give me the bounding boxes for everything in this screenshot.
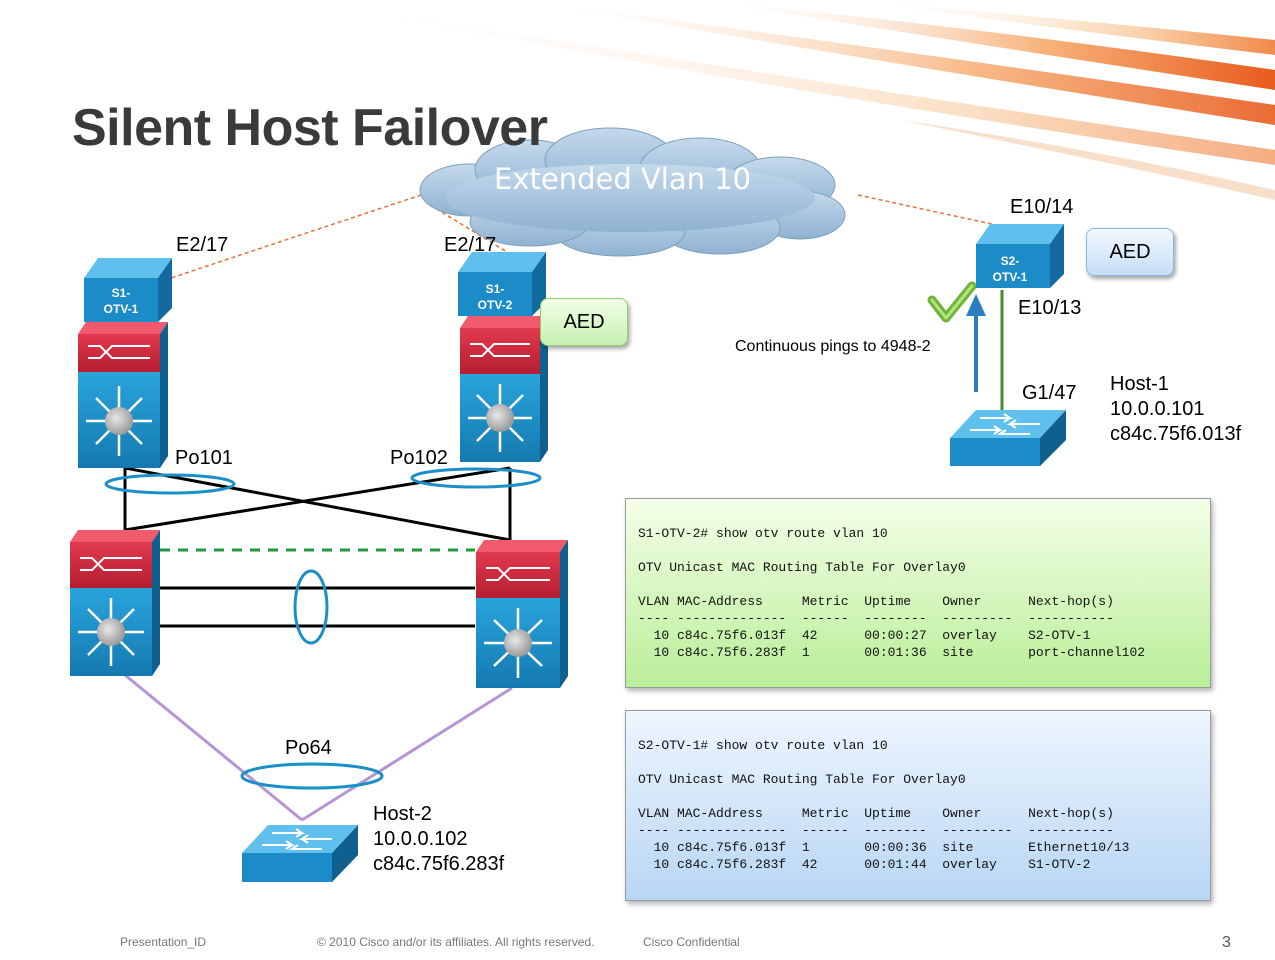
cli-line <box>638 754 1210 771</box>
host1-ip: 10.0.0.101 <box>1110 398 1205 420</box>
overlay-links <box>164 191 1011 281</box>
s1-otv2-label-line1: S1- <box>486 282 505 296</box>
cli-line <box>638 576 1210 593</box>
cli-line: S1-OTV-2# show otv route vlan 10 <box>638 526 888 541</box>
po64-bundle <box>240 762 384 790</box>
cli-line: 10 c84c.75f6.283f 1 00:01:36 site port-c… <box>638 645 1146 660</box>
host1-info: Host-1 10.0.0.101 c84c.75f6.013f <box>1110 372 1241 447</box>
cli-line: 10 c84c.75f6.013f 42 00:00:27 overlay S2… <box>638 628 1091 643</box>
cli-line: 10 c84c.75f6.013f 1 00:00:36 site Ethern… <box>638 840 1130 855</box>
host1-mac: c84c.75f6.013f <box>1110 423 1242 445</box>
extended-vlan-cloud <box>419 127 846 257</box>
cli-line <box>638 542 1210 559</box>
label-e2-17-left: E2/17 <box>176 234 229 256</box>
host2-links <box>124 673 513 822</box>
cli-line: ---- -------------- ------ -------- ----… <box>638 823 1114 838</box>
cli-line: S2-OTV-1# show otv route vlan 10 <box>638 738 888 753</box>
host2-name: Host-2 <box>373 803 432 825</box>
header-swoosh-decoration <box>300 0 1275 200</box>
footer-copyright: © 2010 Cisco and/or its affiliates. All … <box>317 935 595 949</box>
host1-switch-icon[interactable] <box>950 410 1066 466</box>
ping-arrow-icon <box>966 294 986 392</box>
checkmark-icon <box>927 281 977 323</box>
page-number: 3 <box>1222 934 1231 951</box>
access-switch-bottom-right-icon[interactable] <box>476 540 568 688</box>
s1-otv2-label-line2: OTV-2 <box>478 298 513 312</box>
label-po64: Po64 <box>285 737 332 759</box>
cli-line: ---- -------------- ------ -------- ----… <box>638 611 1114 626</box>
host2-mac: c84c.75f6.283f <box>373 853 505 875</box>
host1-name: Host-1 <box>1110 373 1169 395</box>
cli-line: OTV Unicast MAC Routing Table For Overla… <box>638 560 966 575</box>
vpc-peer-link-bundle <box>293 569 329 645</box>
cli-output-s2-otv1: S2-OTV-1# show otv route vlan 10 OTV Uni… <box>625 710 1211 901</box>
aggregation-switch-top-left-icon[interactable] <box>78 322 168 468</box>
core-links <box>123 466 512 628</box>
cli-line: 10 c84c.75f6.283f 42 00:01:44 overlay S1… <box>638 857 1091 872</box>
host2-info: Host-2 10.0.0.102 c84c.75f6.283f <box>373 802 504 877</box>
s1-otv1-switch-icon[interactable]: S1- OTV-1 <box>84 258 172 322</box>
cli-line <box>638 788 1210 805</box>
cli-output-s1-otv2: S1-OTV-2# show otv route vlan 10 OTV Uni… <box>625 498 1211 688</box>
aed-badge-s1-otv2: AED <box>540 298 628 346</box>
cli-line: VLAN MAC-Address Metric Uptime Owner Nex… <box>638 806 1114 821</box>
page-title: Silent Host Failover <box>72 99 548 157</box>
cloud-label: Extended Vlan 10 <box>494 162 752 196</box>
s1-otv1-label-line2: OTV-1 <box>104 302 139 316</box>
label-e10-14: E10/14 <box>1010 196 1074 218</box>
aed-badge-s2-otv1: AED <box>1086 228 1174 276</box>
footer-confidential: Cisco Confidential <box>643 935 740 949</box>
label-e2-17-right: E2/17 <box>444 234 497 256</box>
host2-switch-icon[interactable] <box>242 825 358 882</box>
s2-otv1-switch-icon[interactable]: S2- OTV-1 <box>976 224 1064 288</box>
label-e10-13: E10/13 <box>1018 297 1082 319</box>
s2-otv1-label-line1: S2- <box>1001 254 1020 268</box>
footer-presentation-id: Presentation_ID <box>120 935 207 949</box>
host2-ip: 10.0.0.102 <box>373 828 468 850</box>
label-po102: Po102 <box>390 447 448 469</box>
access-switch-bottom-left-icon[interactable] <box>70 530 160 676</box>
s1-otv1-label-line1: S1- <box>112 286 131 300</box>
aggregation-switch-top-right-icon[interactable] <box>460 316 548 462</box>
s1-otv2-switch-icon[interactable]: S1- OTV-2 <box>458 252 546 316</box>
s2-otv1-label-line2: OTV-1 <box>993 270 1028 284</box>
po102-bundle <box>410 467 542 489</box>
label-po101: Po101 <box>175 447 233 469</box>
label-g1-47: G1/47 <box>1022 382 1077 404</box>
po101-bundle <box>104 473 236 495</box>
cli-line: OTV Unicast MAC Routing Table For Overla… <box>638 772 966 787</box>
cli-line: VLAN MAC-Address Metric Uptime Owner Nex… <box>638 594 1114 609</box>
label-continuous-pings: Continuous pings to 4948-2 <box>735 338 931 355</box>
